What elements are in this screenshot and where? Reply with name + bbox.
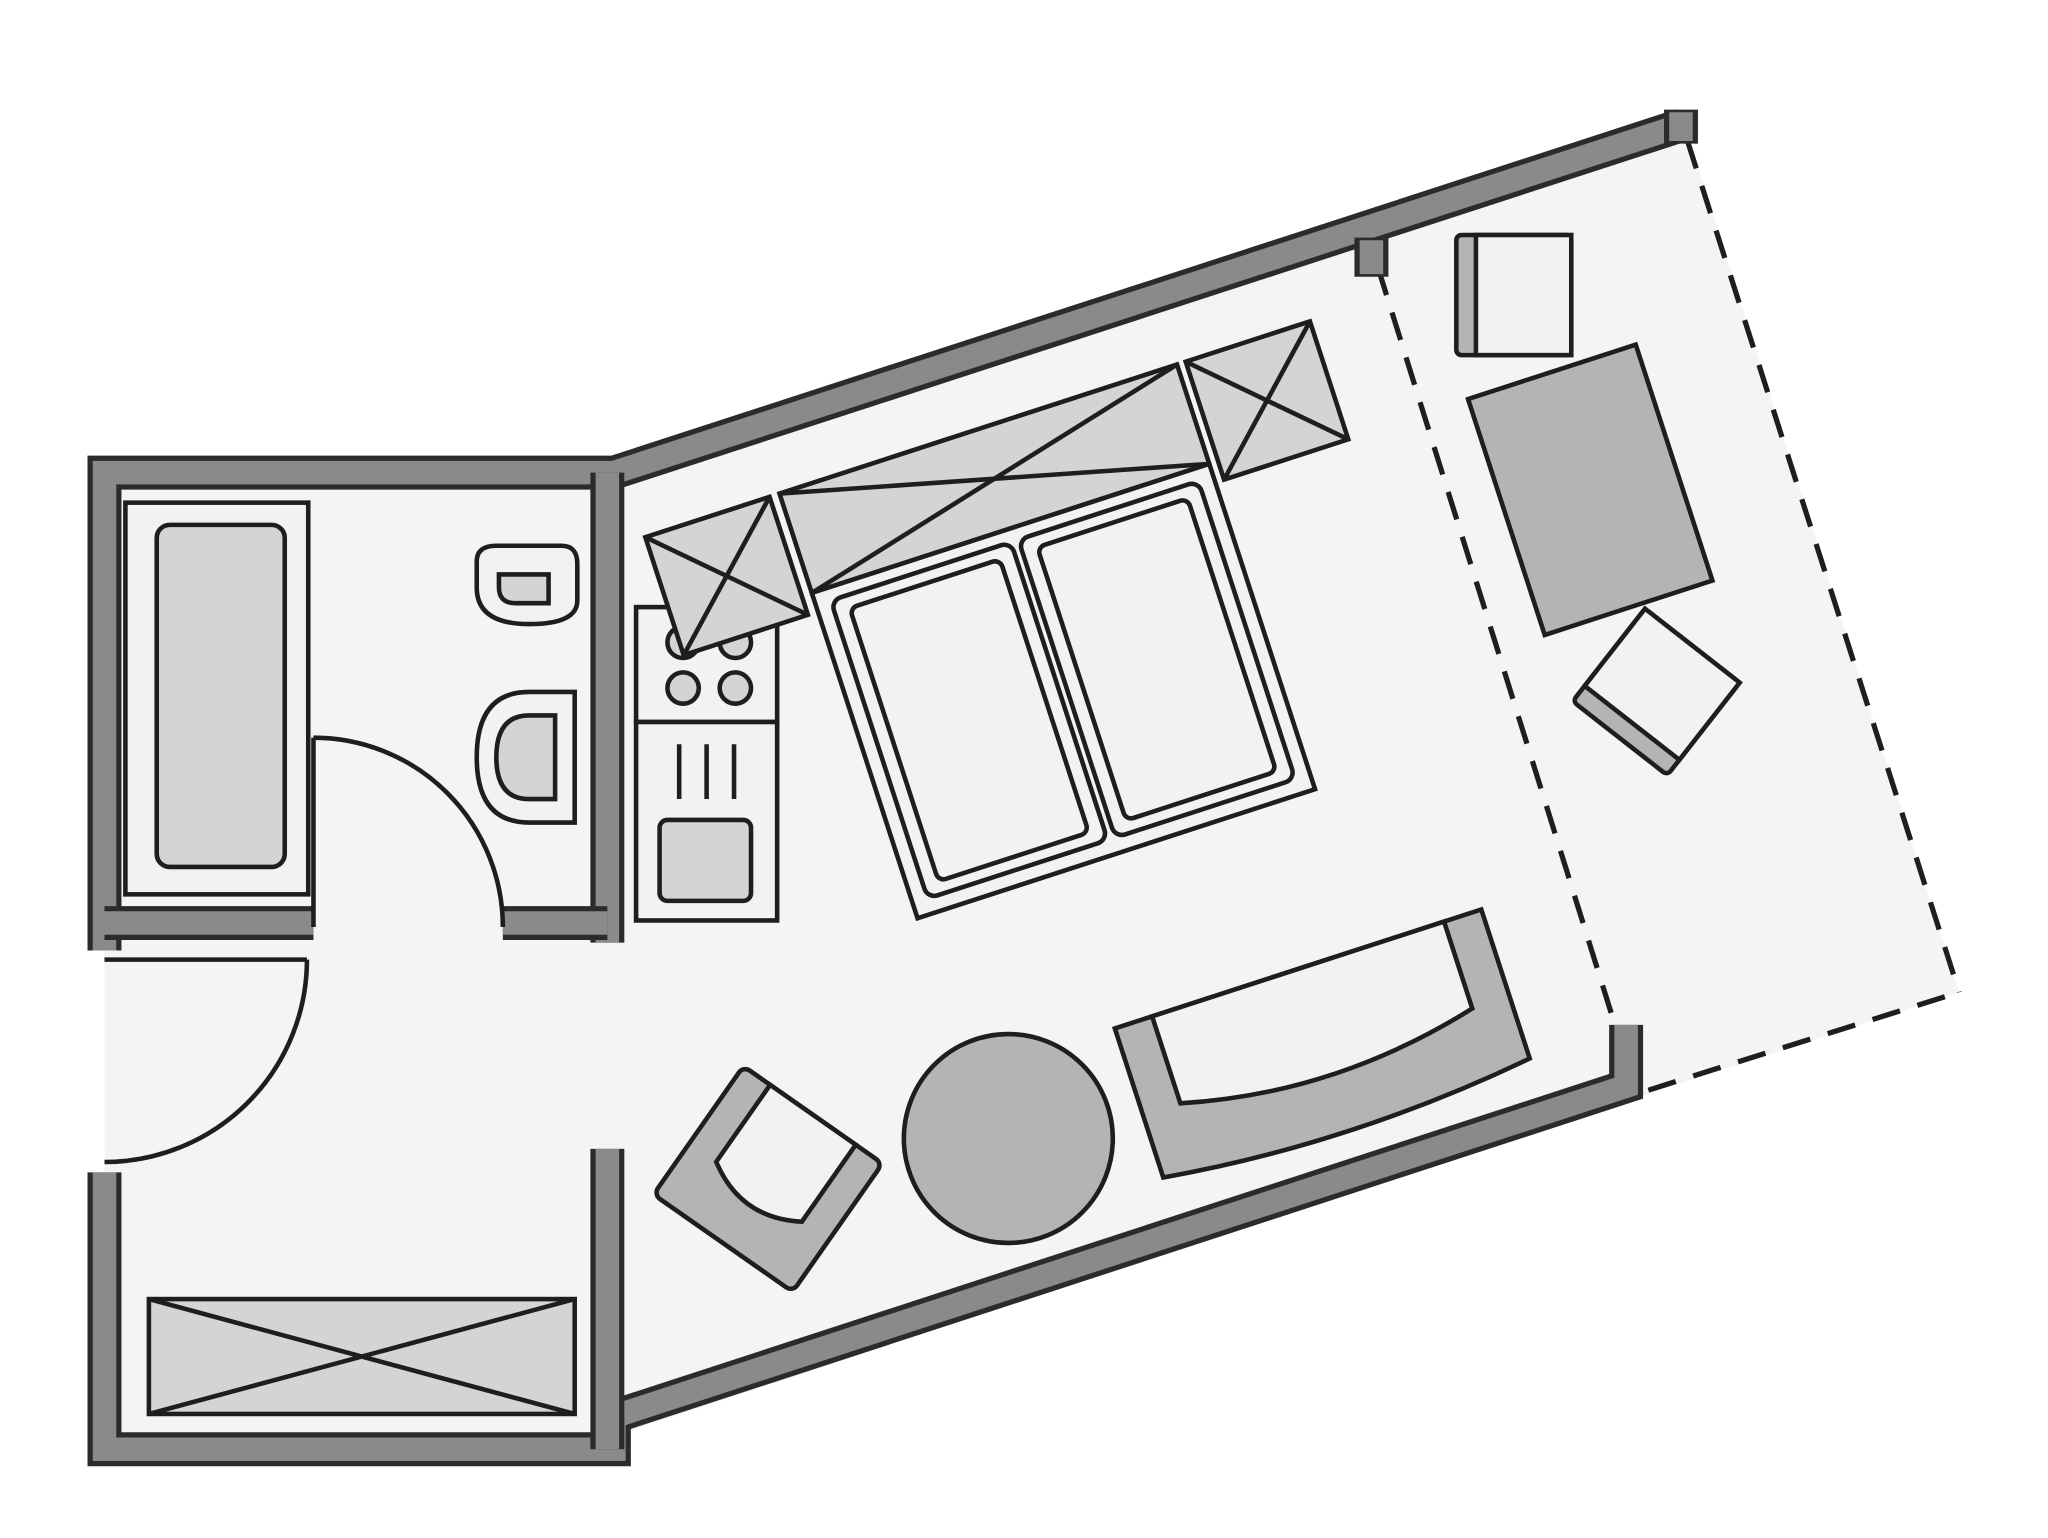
entrance-door-swing [104, 957, 310, 1165]
double-bed-icon [776, 361, 1318, 922]
balcony-outline [1375, 140, 1962, 1093]
armchair-icon [654, 1066, 882, 1292]
nightstand-icon [642, 493, 811, 659]
balcony-chair-icon [1572, 605, 1743, 776]
balcony-chair-icon [1454, 232, 1574, 358]
sofa-icon [1111, 906, 1533, 1181]
sink-icon [633, 719, 780, 923]
bathroom-door-swing [311, 735, 506, 927]
walls [87, 109, 1698, 1467]
bathtub-icon [123, 500, 311, 897]
balcony-table-icon [1465, 341, 1716, 638]
nightstand-icon [1182, 318, 1352, 483]
round-table-icon [901, 1031, 1116, 1246]
wardrobe-icon [146, 1296, 577, 1417]
toilet-icon [474, 543, 580, 627]
bidet-icon [474, 689, 577, 825]
